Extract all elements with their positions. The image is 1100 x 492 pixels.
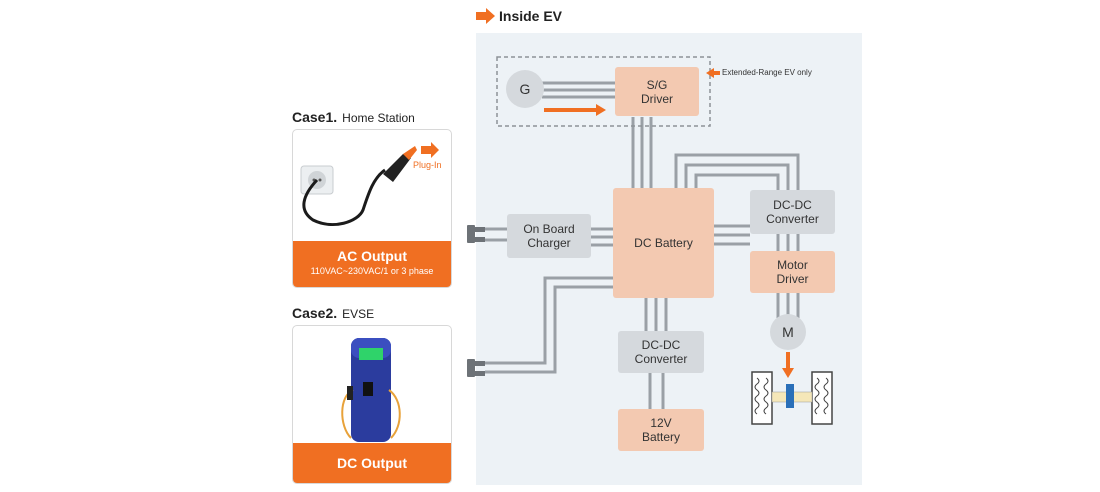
ac-output-footer: AC Output 110VAC~230VAC/1 or 3 phase bbox=[293, 241, 451, 287]
ac-output-detail: 110VAC~230VAC/1 or 3 phase bbox=[310, 266, 434, 276]
header: Inside EV bbox=[476, 6, 562, 26]
onboard-charger-block: On Board Charger bbox=[507, 214, 591, 258]
flow-arrow bbox=[544, 108, 596, 112]
motor-driver-block: Motor Driver bbox=[750, 251, 835, 293]
plug-in-label: Plug-In bbox=[413, 160, 442, 170]
case2-title: Case2. EVSE bbox=[292, 305, 374, 321]
ac-output-title: AC Output bbox=[337, 248, 407, 264]
dcdc-converter-top: DC-DC Converter bbox=[750, 190, 835, 234]
case2-subtitle: EVSE bbox=[342, 307, 375, 321]
generator-node: G bbox=[506, 70, 544, 108]
evse-charger-illustration bbox=[341, 338, 401, 442]
dcdc-converter-bottom: DC-DC Converter bbox=[618, 331, 704, 373]
dc-output-footer: DC Output bbox=[293, 443, 451, 483]
arrow-right-icon bbox=[476, 8, 495, 24]
dc-output-title: DC Output bbox=[337, 455, 407, 471]
dc-battery-block: DC Battery bbox=[613, 188, 714, 298]
extended-range-note: Extended-Range EV only bbox=[722, 68, 812, 77]
case1-card: Plug-In AC Output 110VAC~230VAC/1 or 3 p… bbox=[292, 129, 452, 288]
plug-connector-icon bbox=[467, 359, 475, 377]
arrow-right-icon bbox=[421, 142, 439, 158]
home-charger-illustration bbox=[300, 142, 439, 226]
case1-label: Case1. bbox=[292, 109, 338, 125]
case2-card: DC Output bbox=[292, 325, 452, 484]
battery-12v-block: 12V Battery bbox=[618, 409, 704, 451]
case1-subtitle: Home Station bbox=[342, 111, 415, 125]
sg-driver-block: S/G Driver bbox=[615, 67, 699, 116]
case1-title: Case1. Home Station bbox=[292, 109, 415, 125]
extended-range-box bbox=[496, 56, 711, 127]
inside-ev-title: Inside EV bbox=[499, 8, 563, 24]
case2-label: Case2. bbox=[292, 305, 338, 321]
wheel-axle-icon bbox=[751, 371, 833, 425]
plug-connector-icon bbox=[467, 225, 475, 243]
motor-node: M bbox=[770, 314, 806, 350]
